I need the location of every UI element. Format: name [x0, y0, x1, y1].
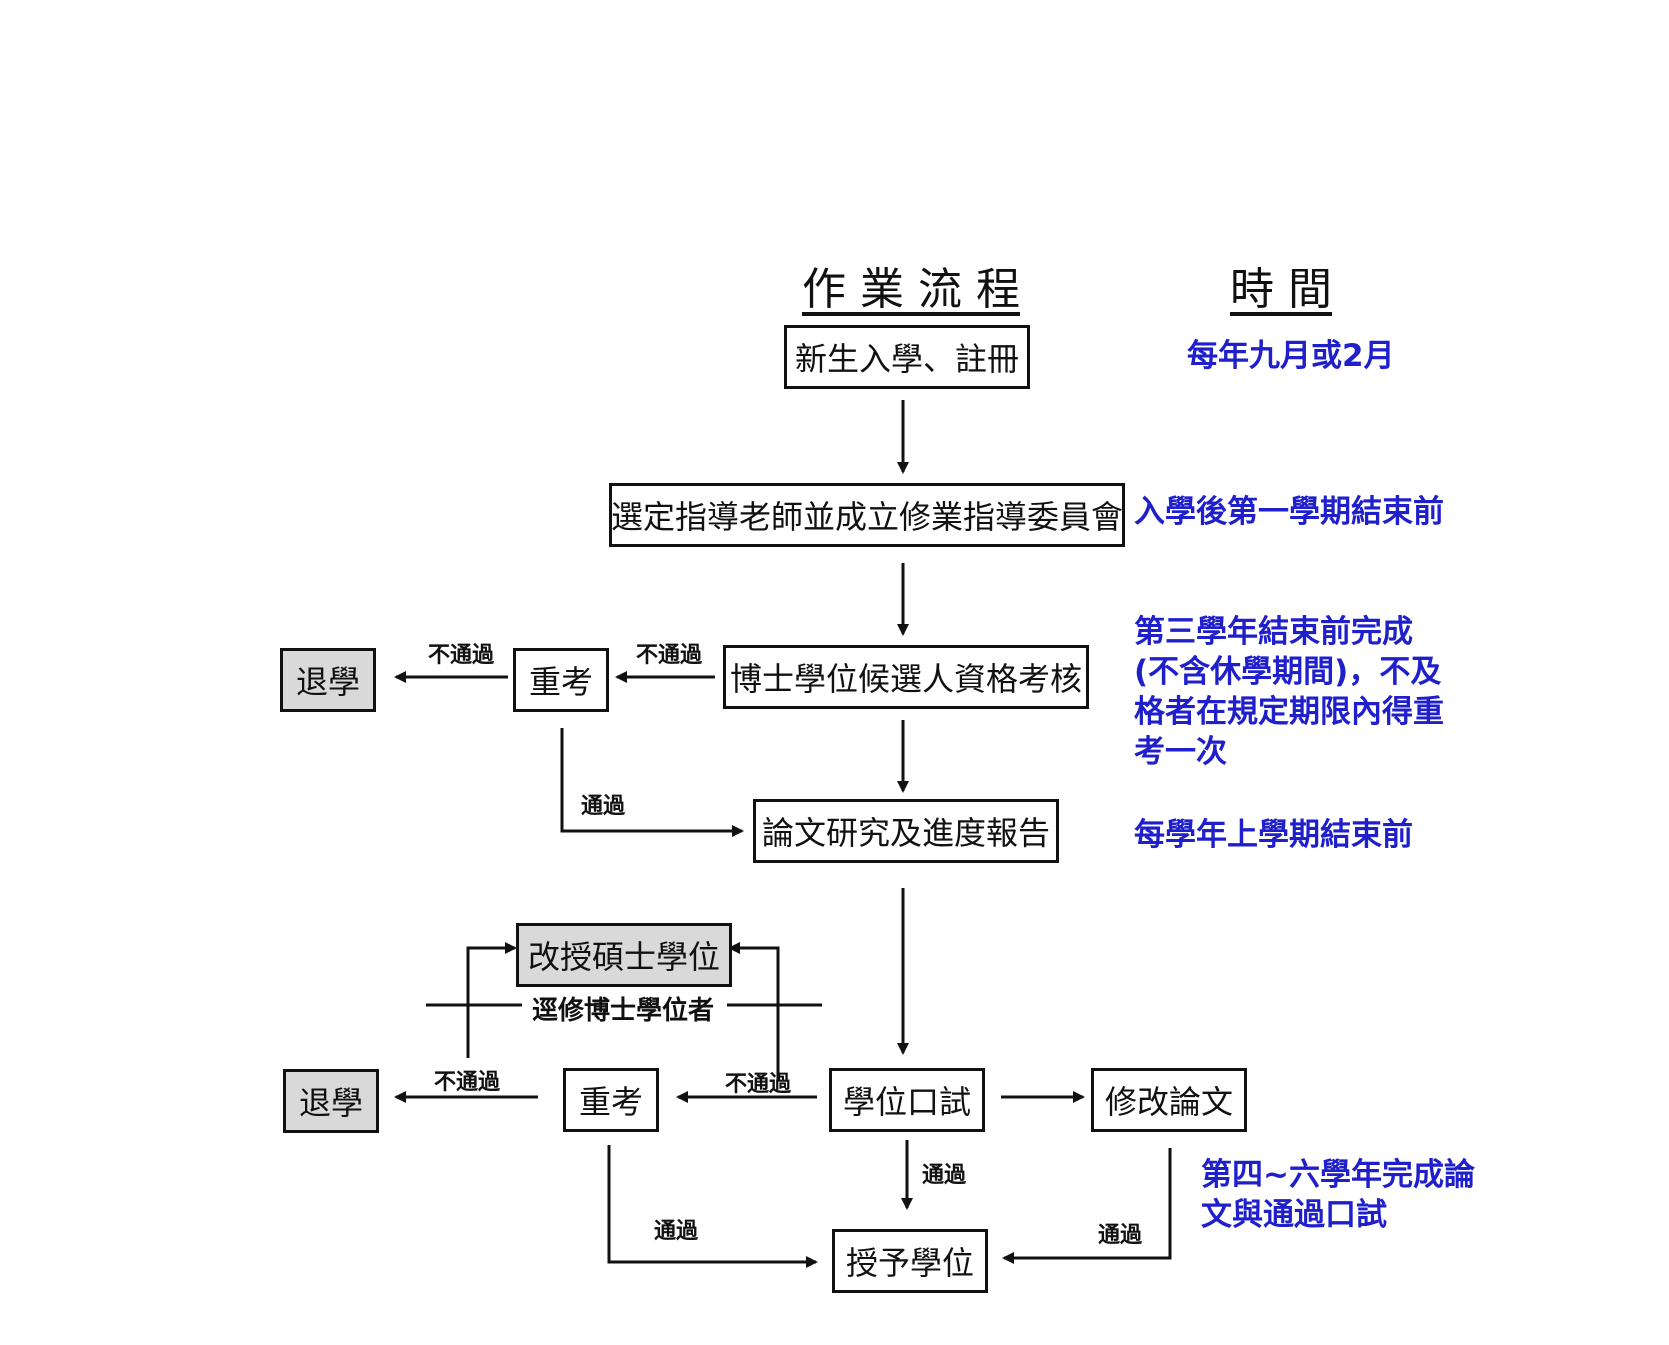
enroll-box: 新生入學、註冊	[784, 325, 1030, 389]
time-oral-line1: 第四~六學年完成論	[1201, 1157, 1475, 1193]
arrow-oral-fail-to-master	[728, 942, 780, 1080]
time-enroll: 每年九月或2月	[1187, 338, 1395, 374]
revise-box: 修改論文	[1091, 1068, 1247, 1132]
time-header: 時 間	[1230, 264, 1332, 315]
time-research: 每學年上學期結束前	[1134, 817, 1413, 853]
pass-revise-label: 通過	[1098, 1223, 1143, 1248]
pass-retake1-label: 通過	[581, 794, 626, 819]
pass-retake2-label: 通過	[654, 1219, 699, 1244]
arrow-revise-pass-to-degree	[1002, 1148, 1172, 1264]
master-box: 改授碩士學位	[516, 923, 732, 987]
arrow-retake1-pass-to-research	[560, 728, 744, 837]
degree-box: 授予學位	[832, 1229, 988, 1293]
fail-retake2-label: 不通過	[434, 1070, 501, 1095]
qualify-box: 博士學位候選人資格考核	[723, 645, 1089, 709]
fail-oral-label: 不通過	[725, 1072, 792, 1097]
arrow-withdraw-path-to-master	[466, 942, 517, 1058]
advisor-box: 選定指導老師並成立修業指導委員會	[609, 483, 1125, 547]
oral-box: 學位口試	[829, 1068, 985, 1132]
retake2-box: 重考	[563, 1068, 659, 1132]
retake1-box: 重考	[513, 648, 609, 712]
research-box: 論文研究及進度報告	[753, 799, 1059, 863]
arrow-retake2-pass-to-degree	[607, 1145, 818, 1268]
time-qualify-line1: 第三學年結束前完成	[1134, 614, 1413, 650]
withdraw2-box: 退學	[283, 1069, 379, 1133]
pass-oral-label: 通過	[922, 1163, 967, 1188]
fail-qualify-label: 不通過	[636, 643, 703, 668]
time-qualify-line3: 格者在規定期限內得重	[1134, 694, 1444, 730]
time-oral-line2: 文與通過口試	[1201, 1197, 1387, 1233]
time-qualify-line2: (不含休學期間)，不及	[1134, 654, 1442, 690]
time-qualify-line4: 考一次	[1134, 734, 1227, 770]
process-header: 作 業 流 程	[802, 264, 1020, 315]
time-advisor: 入學後第一學期結束前	[1134, 494, 1444, 530]
withdraw1-box: 退學	[280, 648, 376, 712]
fail-retake1-label: 不通過	[428, 643, 495, 668]
mid-line-label: 逕修博士學位者	[526, 990, 721, 1027]
